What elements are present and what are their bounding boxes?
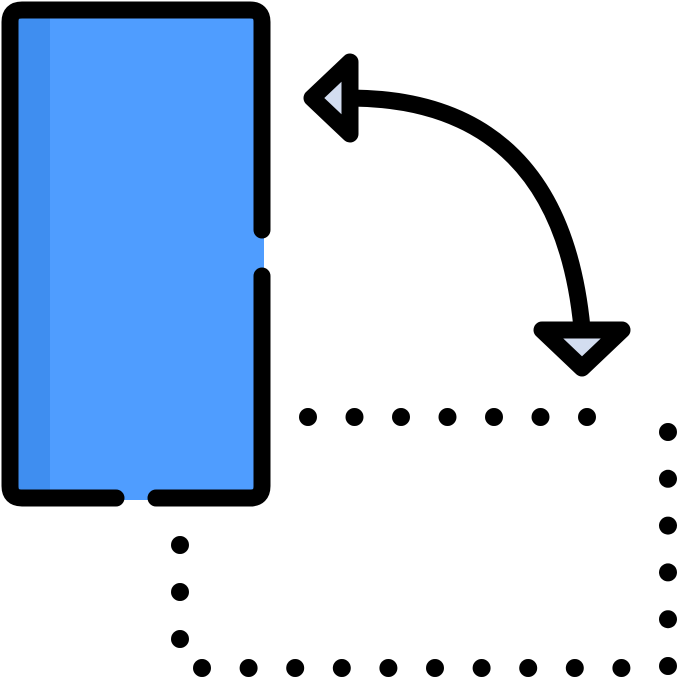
outline-dot [171,583,189,601]
outline-dot [659,516,677,535]
arrowhead-left-icon [303,53,359,143]
portrait-screen [1,1,271,507]
outline-dot [659,423,677,441]
outline-dot [286,659,305,677]
outline-dot [379,659,398,677]
outline-dot [612,659,631,677]
outline-dot [531,408,550,426]
outline-dot [299,408,317,426]
outline-dot [659,563,677,582]
outline-dot [659,610,677,629]
landscape-screen-dotted-outline [171,408,677,677]
outline-dot [659,657,677,675]
outline-dot [426,659,444,677]
outline-dot [485,408,503,426]
arrowhead-down-icon [533,321,631,377]
outline-dot [345,408,364,426]
outline-dot [392,408,410,426]
outline-dot [171,630,189,648]
arc-arrow-shaft [343,89,591,337]
outline-dot [171,536,189,554]
outline-dot [239,659,258,677]
outline-dot [472,659,491,677]
screen-outline [1,1,271,507]
rotate-arrow [303,53,631,377]
outline-dot [578,408,596,426]
outline-dot [438,408,457,426]
screen-shade [16,16,50,492]
outline-dot [332,659,351,677]
outline-dot [659,469,677,488]
screen-fill [8,8,264,500]
outline-dot [565,659,584,677]
outline-dot [519,659,538,677]
outline-dot [193,659,211,677]
